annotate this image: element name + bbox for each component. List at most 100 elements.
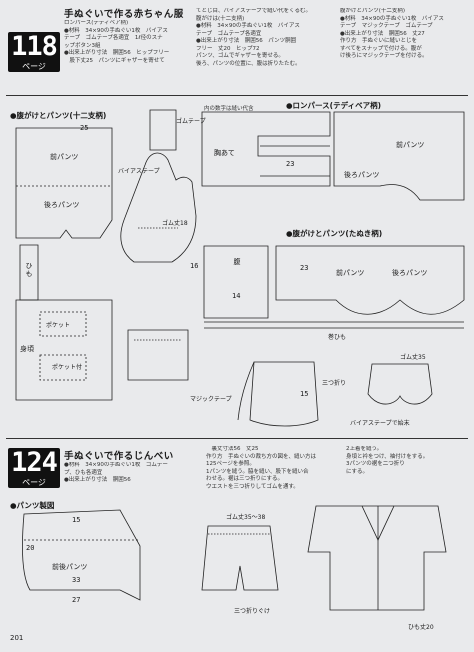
page-badge-124: 124 ページ xyxy=(8,448,60,488)
label-back-pants: 後ろパンツ xyxy=(44,201,80,209)
page-number: 201 xyxy=(10,634,24,642)
text-line: ●材料 34×90の手ぬぐい1枚 バイアス xyxy=(64,27,168,34)
label-tie-124: ひも丈20 xyxy=(408,624,434,631)
label-pocket: ポケット xyxy=(46,322,71,329)
text-line: てとじ目、バイアステープで縫い代をくるむ。 xyxy=(196,8,312,14)
text-line: 裏丈寸法56 丈25 xyxy=(206,446,259,452)
bib-sketch xyxy=(249,361,319,427)
text-line: ●材料 34×90の手ぬぐい1枚 ゴムテー xyxy=(64,462,168,468)
text-line: ●出来上がり寸法 胴囲56 xyxy=(64,477,131,483)
label-fold: 三つ折り xyxy=(322,380,347,387)
text-line: ップボタン3組 xyxy=(64,42,101,49)
text-line: 作り方 手ぬぐいに縫いとじを xyxy=(340,38,418,44)
dim-20-124: 20 xyxy=(26,544,35,552)
romper-sketch xyxy=(120,152,197,263)
pants-sketch xyxy=(201,525,279,591)
label-pocket-tie: ポケット付 xyxy=(52,364,83,371)
text-line: 作り方 手ぬぐいの裁ち方の図を、縫い方は xyxy=(206,453,317,460)
label-magic: マジックテープ xyxy=(190,396,232,403)
label-romper-front: 前パンツ xyxy=(396,141,425,149)
label-elastic-124: ゴム丈35〜38 xyxy=(226,514,266,521)
text-line: ●出来上がり寸法 胴囲56 丈27 xyxy=(340,30,425,37)
tanuki-belly xyxy=(203,245,269,319)
intro-text-118: ロンパース(テディベア柄) ●材料 34×90の手ぬぐい1枚 バイアス テープ … xyxy=(64,20,184,82)
text-line: 後ろ、パンツの位置に、腹は折りたたむ。 xyxy=(196,60,301,67)
note-seam: 内の数字は縫い代含 xyxy=(204,106,254,112)
text-line: ●出来上がり寸法 胴囲56 パンツ胴囲 xyxy=(196,38,297,44)
text-line: 腹がけとパンツ(十二支柄) xyxy=(340,8,406,14)
intro-text-124: ●材料 34×90の手ぬぐい1枚 ゴムテー プ、ひも各適宜 ●出来上がり寸法 胴… xyxy=(64,462,204,488)
badge-number: 118 xyxy=(11,31,58,62)
col2-text-118: てとじ目、バイアステープで縫い代をくるむ。 腹がけは(十二支柄) ●材料 34×… xyxy=(196,8,336,86)
label-front-pants: 前パンツ xyxy=(50,153,79,161)
text-line: フリー 丈20 ヒップ72 xyxy=(196,45,260,52)
left-pants-pattern xyxy=(15,127,113,239)
dim-15: 15 xyxy=(300,390,309,398)
label-tanuki: ●腹がけとパンツ(たぬき柄) xyxy=(286,229,383,238)
jinbei-sketch xyxy=(307,505,447,611)
left-body-pattern xyxy=(15,299,113,401)
label-romper-back: 後ろパンツ xyxy=(344,171,380,179)
text-line: パンツ、ゴムでギャザーを寄せる。 xyxy=(196,53,284,59)
text-line: ●材料 34×90の手ぬぐい1枚 バイアス xyxy=(340,15,444,22)
label-fold-124: 三つ折りぐけ xyxy=(234,608,271,615)
badge-unit: ページ xyxy=(22,478,46,487)
label-elastic-2: ゴム丈18 xyxy=(162,220,188,227)
label-belly: 胸あて xyxy=(214,149,235,157)
dim-23b: 23 xyxy=(300,264,309,272)
text-line: 1パンツを縫う。脇を縫い、股下を縫い合 xyxy=(206,468,309,475)
text-line: ●出来上がり寸法 胴囲56 ヒップフリー xyxy=(64,50,170,56)
label-front-back-pants: 前後パンツ xyxy=(52,563,88,571)
text-line: にする。 xyxy=(346,468,369,475)
dim-25: 25 xyxy=(80,124,89,132)
label-tie-left: ひも xyxy=(25,262,33,278)
label-tanuki-belly: 腹 xyxy=(233,258,241,266)
tanuki-pants xyxy=(275,245,465,315)
text-line: 125ページを参照。 xyxy=(206,461,255,467)
text-line: 股下丈25 パンツにギャザーを寄せて xyxy=(64,57,165,64)
badge-unit: ページ xyxy=(22,62,46,71)
label-romper: ●ロンパース(テディベア柄) xyxy=(286,101,381,110)
text-line: 身頃と衿をつけ、袖付けをする。 xyxy=(346,453,429,460)
text-line: プ、ひも各適宜 xyxy=(64,469,103,476)
badge-number: 124 xyxy=(11,447,58,478)
label-pants-draft: ●パンツ製図 xyxy=(10,501,55,510)
label-tie: 巻ひも xyxy=(328,334,347,341)
bloomer-sketch xyxy=(367,363,433,405)
text-line: わせる。裾は三つ折りにする。 xyxy=(206,476,284,482)
text-line: 2上着を縫う。 xyxy=(346,446,383,452)
text-line: すべてをスナップで付ける。腹が xyxy=(340,45,422,52)
section-title-118: 手ぬぐいで作る赤ちゃん服 xyxy=(64,9,184,20)
label-elastic: ゴム丈35 xyxy=(400,354,426,361)
dim-27-124: 27 xyxy=(72,596,81,604)
text-line: テープ マジックテープ ゴムテープ xyxy=(340,23,433,29)
section-divider xyxy=(6,438,468,439)
label-left-118: ●腹がけとパンツ(十二支柄) xyxy=(10,111,107,120)
text-line: テープ ゴムテープ各適宜 1ℓ径のスナ xyxy=(64,35,163,41)
dim-15-124: 15 xyxy=(72,516,81,524)
col2-text-124: 裏丈寸法56 丈25 作り方 手ぬぐいの裁ち方の図を、縫い方は 125ページを参… xyxy=(206,446,338,496)
text-line: ●材料 34×90の手ぬぐい1枚 バイアス xyxy=(196,23,300,29)
text-line: ロンパース(テディベア柄) xyxy=(64,20,129,26)
dim-16: 16 xyxy=(190,262,199,270)
page-badge-118: 118 ページ xyxy=(8,32,60,72)
header-divider xyxy=(6,95,468,96)
label-bias: バイアステープ xyxy=(118,168,160,175)
dim-14: 14 xyxy=(232,292,241,300)
label-bias-note: バイアステープで始末 xyxy=(350,420,410,427)
section-title-124: 手ぬぐいで作るじんべい xyxy=(64,451,174,462)
romper-pattern-right xyxy=(333,111,465,201)
label-tanuki-back: 後ろパンツ xyxy=(392,269,428,277)
dim-33-124: 33 xyxy=(72,576,81,584)
label-tanuki-front: 前パンツ xyxy=(336,269,365,277)
text-line: テープ ゴムテープ各適宜 xyxy=(196,30,262,37)
label-body: 身頃 xyxy=(20,345,34,353)
pants-draft xyxy=(22,509,141,601)
text-line: 腹がけは(十二支柄) xyxy=(196,15,245,22)
label-tape: ゴムテープ xyxy=(176,118,206,125)
text-line: け後ろにマジックテープを付ける。 xyxy=(340,53,428,59)
col3-text-124: 2上着を縫う。 身頃と衿をつけ、袖付けをする。 3パンツの裾を二つ折り にする。 xyxy=(346,446,468,486)
romper-pattern-left xyxy=(201,111,331,187)
